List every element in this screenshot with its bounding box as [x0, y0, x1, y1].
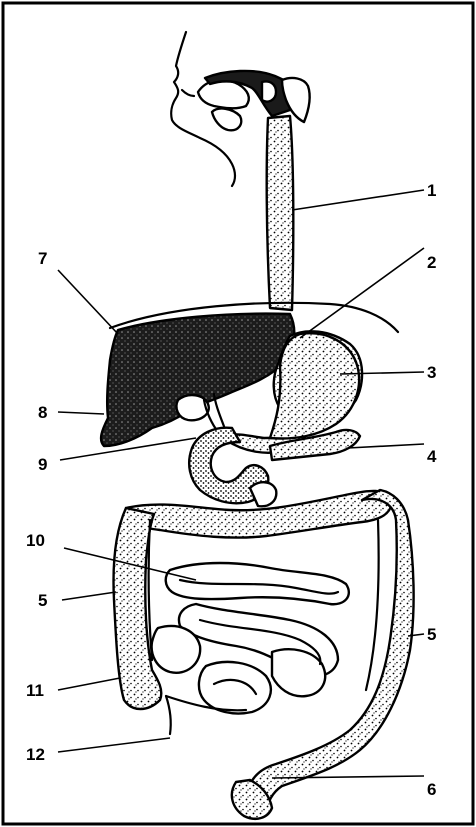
label-1: 1 — [427, 181, 436, 200]
liver — [101, 314, 294, 446]
label-9: 9 — [38, 455, 47, 474]
label-5-left: 5 — [38, 591, 47, 610]
ascending-colon — [114, 508, 162, 709]
label-5-right: 5 — [427, 625, 436, 644]
esophagus — [267, 116, 294, 310]
gallbladder — [176, 395, 208, 420]
label-2: 2 — [427, 253, 436, 272]
label-10: 10 — [26, 531, 45, 550]
label-4: 4 — [427, 447, 437, 466]
label-7: 7 — [38, 249, 47, 268]
label-8: 8 — [38, 403, 47, 422]
label-6: 6 — [427, 780, 436, 799]
label-12: 12 — [26, 745, 45, 764]
appendix — [166, 696, 171, 734]
label-3: 3 — [427, 363, 436, 382]
small-intestine — [152, 563, 349, 714]
label-11: 11 — [26, 681, 44, 700]
